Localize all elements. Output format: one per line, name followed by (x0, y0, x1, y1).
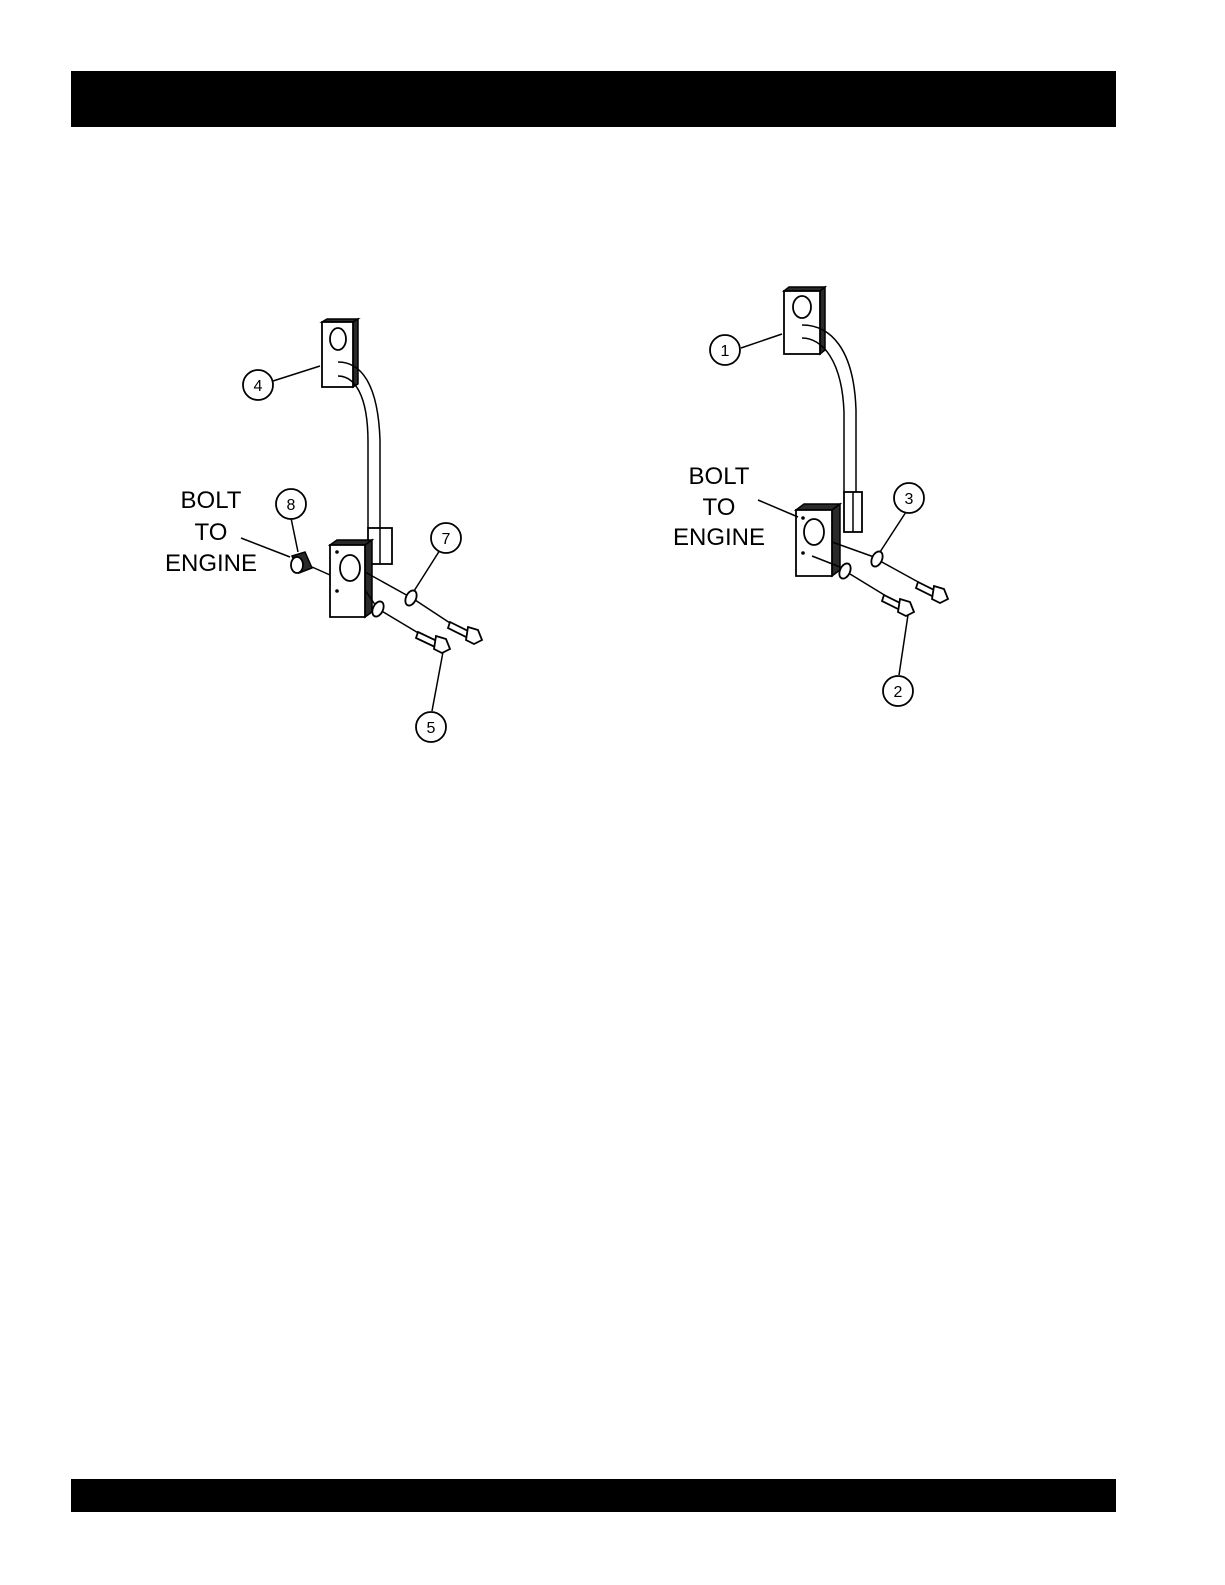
callout-3-label: 3 (905, 491, 914, 508)
left-assembly: BOLT TO ENGINE 4 8 7 5 (165, 319, 482, 742)
right-bolt-upper (916, 582, 948, 603)
callout-1: 1 (710, 335, 740, 365)
right-washer-upper (869, 550, 885, 569)
callout-1-label: 1 (721, 343, 730, 360)
right-bolt-lower (882, 595, 914, 616)
right-bolt-note-line2: TO (703, 494, 736, 521)
left-bolt-note-line1: BOLT (181, 487, 242, 514)
callout-2: 2 (883, 676, 913, 706)
left-bolt-note-line3: ENGINE (165, 550, 257, 577)
callout-5: 5 (416, 712, 446, 742)
left-mount-bracket (330, 540, 372, 617)
left-bolt-upper (448, 622, 482, 644)
callout-4-label: 4 (254, 378, 263, 395)
callout-7-label: 7 (442, 531, 451, 548)
right-bail-rod (802, 325, 862, 532)
right-assembly: BOLT TO ENGINE 1 3 2 (673, 287, 948, 706)
callout-8: 8 (276, 489, 306, 519)
left-bail-rod (338, 362, 392, 564)
callout-2-label: 2 (894, 684, 903, 701)
right-bolt-note-line3: ENGINE (673, 524, 765, 551)
callout-4: 4 (243, 370, 273, 400)
callout-8-label: 8 (287, 497, 296, 514)
callout-3: 3 (894, 483, 924, 513)
left-bolt-lower (416, 632, 450, 653)
left-bolt-note-line2: TO (195, 519, 228, 546)
callout-5-label: 5 (427, 720, 436, 737)
left-washer-upper (403, 589, 419, 608)
right-bolt-note-line1: BOLT (689, 463, 750, 490)
callout-7: 7 (431, 523, 461, 553)
left-spacer (291, 552, 312, 573)
